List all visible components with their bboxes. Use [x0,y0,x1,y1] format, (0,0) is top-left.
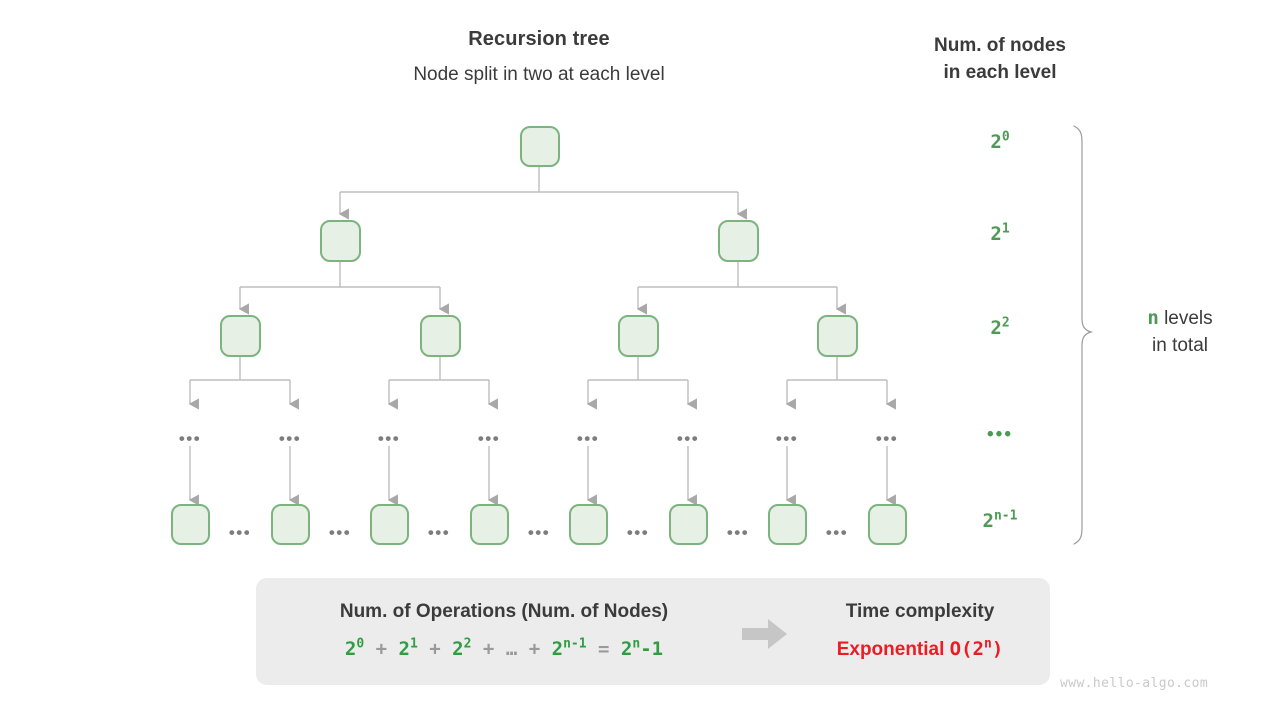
right-column-header: Num. of nodes in each level [900,32,1100,86]
tree-level-ellipsis: ••• [477,429,501,448]
formula-result-exp: n [632,636,641,652]
bottom-row-separator: ••• [825,523,849,542]
formula-result-tail: -1 [640,638,664,660]
bottom-row-separator: ••• [328,523,352,542]
levels-total-label: n levels in total [1100,305,1260,359]
tree-level-ellipsis: ••• [576,429,600,448]
level-count-last-base: 2 [982,510,994,532]
formula-plus-0: + [375,638,388,660]
right-column-header-line2: in each level [943,62,1057,83]
tree-level-ellipsis: ••• [377,429,401,448]
formula-term-0-base: 2 [344,638,357,660]
level-count-0: 20 [940,131,1060,153]
level-count-2: 22 [940,317,1060,339]
tree-node[interactable] [220,315,261,357]
formula-plus-3: + [528,638,541,660]
tree-node[interactable] [817,315,858,357]
complexity-word: Exponential [836,639,945,660]
bottom-row-separator: ••• [626,523,650,542]
page-subtitle: Node split in two at each level [413,64,665,85]
tree-node[interactable] [520,126,560,167]
watermark: www.hello-algo.com [1060,676,1209,691]
formula-term-1-base: 2 [398,638,410,660]
levels-total-line1: n levels [1100,305,1260,332]
level-count-last: 2n-1 [940,510,1060,532]
level-count-1-exp: 1 [1001,221,1010,237]
level-count-2-base: 2 [990,317,1002,339]
tree-node[interactable] [768,504,807,545]
level-count-0-exp: 0 [1001,129,1010,145]
tree-node[interactable] [618,315,659,357]
tree-node[interactable] [171,504,210,545]
formula-term-1-exp: 1 [409,636,418,652]
right-column-header-line1: Num. of nodes [934,35,1066,56]
tree-node[interactable] [470,504,509,545]
complexity-bigo-exp: n [984,636,992,652]
bottom-row-separator: ••• [228,523,252,542]
bottom-row-separator: ••• [726,523,750,542]
formula-term-0-exp: 0 [356,636,365,652]
formula-term-2-exp: 2 [463,636,472,652]
tree-node[interactable] [420,315,461,357]
formula-plus-2: + [482,638,495,660]
tree-node[interactable] [718,220,759,262]
tree-level-ellipsis: ••• [875,429,899,448]
tree-level-ellipsis: ••• [178,429,202,448]
summary-operations-title: Num. of Operations (Num. of Nodes) [339,601,669,622]
level-count-0-base: 2 [990,131,1002,153]
level-count-2-exp: 2 [1001,315,1010,331]
formula-term-4-base: 2 [551,638,564,660]
level-count-last-exp: n-1 [993,508,1018,524]
arrow-right-icon [742,619,787,649]
bottom-row-separator: ••• [427,523,451,542]
formula-term-2-base: 2 [452,638,464,660]
summary-complexity-title: Time complexity [845,601,995,622]
formula-term-4-exp: n-1 [563,636,587,652]
levels-total-line2: in total [1152,335,1208,356]
levels-total-word: levels [1158,308,1213,329]
formula-equals: = [598,638,610,660]
page-title: Recursion tree [468,28,610,50]
tree-level-ellipsis: ••• [278,429,302,448]
tree-node[interactable] [271,504,310,545]
complexity-bigo-close: ) [991,638,1004,660]
tree-level-ellipsis: ••• [676,429,700,448]
level-count-ellipsis: ••• [987,424,1013,445]
tree-node[interactable] [569,504,608,545]
complexity-bigo-open: O(2 [949,638,984,660]
levels-brace [1073,125,1094,545]
formula-plus-1: + [429,638,441,660]
tree-node[interactable] [669,504,708,545]
tree-node[interactable] [320,220,361,262]
level-count-1: 21 [940,223,1060,245]
level-count-1-base: 2 [990,223,1002,245]
summary-complexity-value: Exponential O(2n) [790,638,1050,661]
bottom-row-separator: ••• [527,523,551,542]
summary-panel [256,578,1050,685]
formula-result-base: 2 [620,638,633,660]
tree-level-ellipsis: ••• [775,429,799,448]
tree-node[interactable] [868,504,907,545]
levels-total-var: n [1147,307,1159,329]
tree-node[interactable] [370,504,409,545]
summary-formula: 20 + 21 + 22 + … + 2n-1 = 2n-1 [276,638,732,660]
formula-term-ellipsis: … [505,638,518,660]
